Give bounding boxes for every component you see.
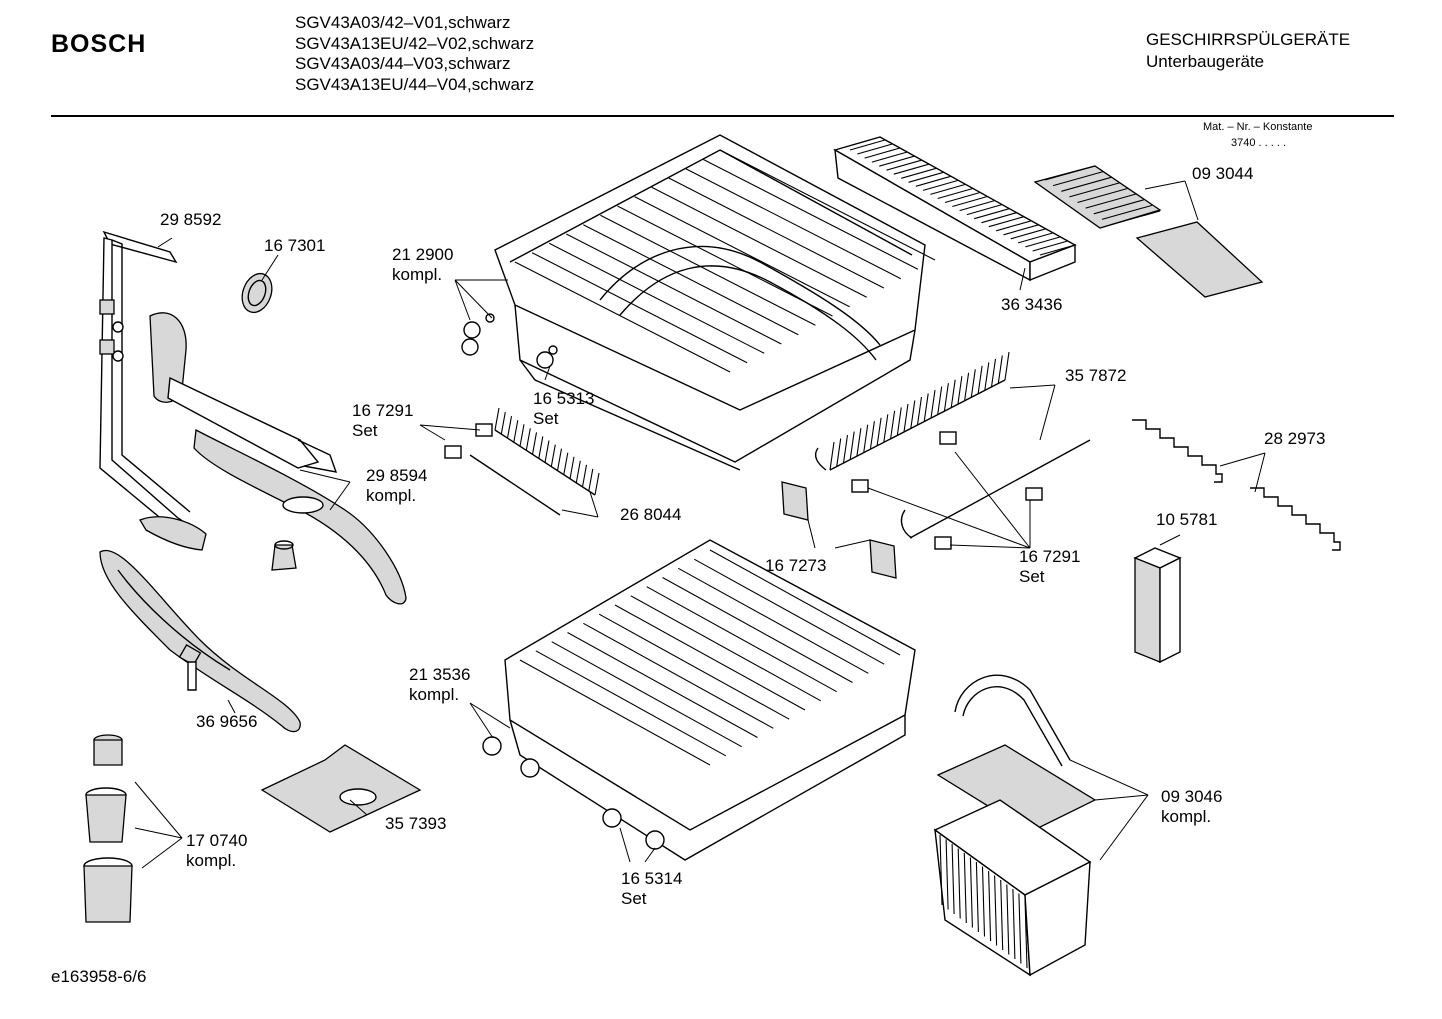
part-label: 35 7393 [385, 814, 447, 833]
filter-set-drawing [83, 734, 133, 923]
lower-spray-arm-drawing [99, 549, 301, 733]
brand-logo: BOSCH [51, 30, 147, 58]
model-line: SGV43A03/44–V03,schwarz [295, 54, 511, 73]
knife-shelf-drawing [1033, 165, 1264, 298]
upper-basket-drawing [461, 134, 936, 471]
leader-lines [134, 180, 1266, 869]
part-label: 36 3436 [1001, 295, 1063, 314]
part-label: 36 9656 [196, 712, 258, 731]
clips-drawing [781, 481, 897, 579]
cutlery-insert-drawing [1133, 547, 1182, 664]
filter-cap-drawing [241, 272, 273, 314]
cutlery-tray-drawing [833, 136, 1077, 282]
part-label: 29 8592 [160, 210, 222, 229]
header-divider [51, 115, 1394, 117]
tine-rows-drawing [444, 351, 1091, 550]
lower-basket-drawing [482, 539, 916, 861]
model-list: SGV43A03/42–V01,schwarz SGV43A13EU/42–V0… [295, 13, 534, 95]
supply-pipe-drawing [99, 230, 198, 539]
category-title: GESCHIRRSPÜLGERÄTE [1146, 30, 1351, 49]
part-label: 16 7273 [765, 556, 827, 575]
part-label: 26 8044 [620, 505, 682, 524]
part-label: 35 7872 [1065, 366, 1127, 385]
cup-rack-drawing [1132, 419, 1341, 551]
drawing-id: e163958-6/6 [51, 967, 147, 986]
part-label: 28 2973 [1264, 429, 1326, 448]
category-subtitle: Unterbaugeräte [1146, 52, 1265, 71]
model-line: SGV43A03/42–V01,schwarz [295, 13, 511, 32]
part-label: 10 5781 [1156, 510, 1218, 529]
cutlery-basket-drawing [933, 674, 1097, 977]
part-label: 09 3044 [1192, 164, 1254, 183]
constant-label: Mat. – Nr. – Konstante [1203, 121, 1313, 133]
constant-value: 3740 . . . . . [1231, 137, 1287, 149]
part-label: 16 7301 [264, 236, 326, 255]
model-line: SGV43A13EU/44–V04,schwarz [295, 74, 535, 94]
filter-plate-drawing [260, 744, 422, 833]
model-line: SGV43A13EU/42–V02,schwarz [295, 33, 535, 53]
upper-spray-arm-drawing [139, 312, 407, 605]
